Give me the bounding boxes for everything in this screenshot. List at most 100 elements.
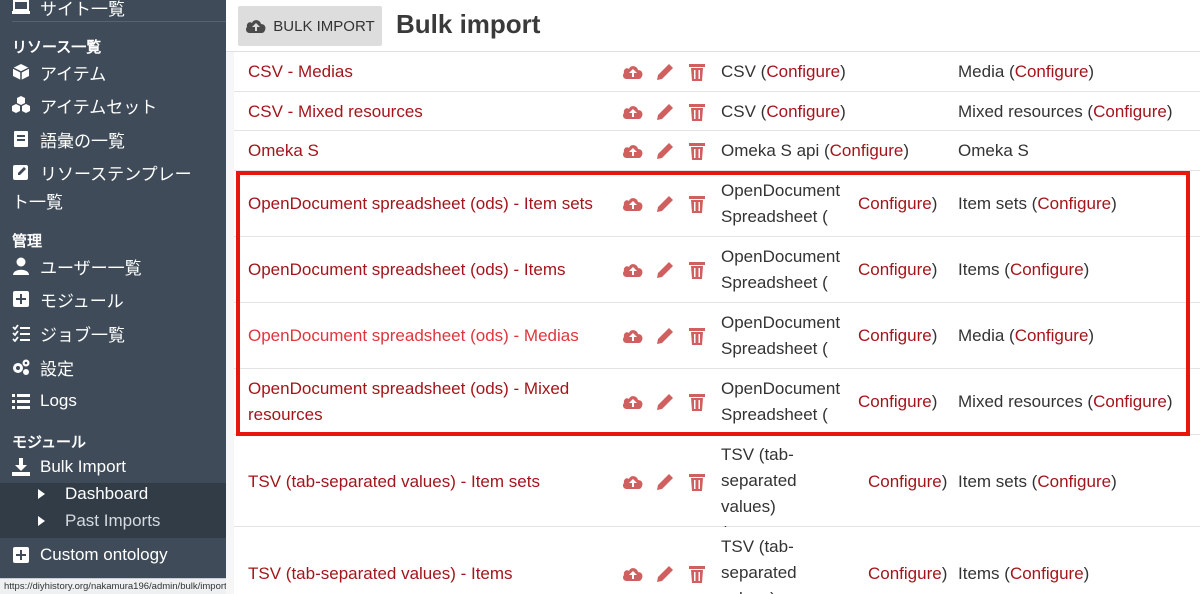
cloud-upload-icon[interactable] — [622, 259, 644, 281]
pencil-icon[interactable] — [654, 563, 676, 585]
cloud-upload-icon[interactable] — [622, 471, 644, 493]
processor-configure-link[interactable]: Configure — [1014, 326, 1089, 345]
pencil-icon[interactable] — [654, 259, 676, 281]
importer-name-link[interactable]: CSV - Medias — [248, 62, 353, 81]
trash-icon[interactable] — [686, 61, 708, 83]
trash-icon[interactable] — [686, 140, 708, 162]
table-row: Omeka S Omeka S api (Configure) Omeka S — [234, 131, 1200, 171]
processor-configure-link[interactable]: Configure — [1093, 392, 1167, 411]
reader-configure-link[interactable]: Configure — [868, 472, 942, 491]
table-row: CSV - Medias CSV (Configure) Media (Conf… — [234, 52, 1200, 92]
sidebar: サイト一覧 リソース一覧 アイテム アイテムセット 語彙の一覧 リソーステンプレ… — [0, 0, 226, 594]
pencil-icon[interactable] — [654, 471, 676, 493]
page-header: BULK IMPORT Bulk import — [226, 0, 1200, 52]
pencil-icon[interactable] — [654, 391, 676, 413]
sidebar-item-items[interactable]: アイテム — [12, 57, 106, 87]
processor-configure-link[interactable]: Configure — [1037, 194, 1112, 213]
sidebar-item-jobs[interactable]: ジョブ一覧 — [12, 318, 125, 348]
processor-cell: Media (Configure) — [958, 326, 1095, 345]
cloud-upload-icon[interactable] — [622, 61, 644, 83]
sidebar-item-users[interactable]: ユーザー一覧 — [12, 251, 142, 281]
importer-name-link[interactable]: Omeka S — [248, 141, 319, 160]
cloud-upload-icon — [246, 20, 266, 33]
processor-cell: Media (Configure) — [958, 62, 1095, 81]
processor-cell: Items (Configure) — [958, 260, 1090, 279]
reader-cell: CSV (Configure) — [721, 62, 846, 81]
row-actions — [622, 61, 712, 83]
sidebar-item-logs[interactable]: Logs — [12, 386, 77, 416]
sidebar-subitem-dashboard[interactable]: Dashboard — [38, 481, 148, 507]
importer-name-link[interactable]: TSV (tab-separated values) - Items — [248, 564, 513, 583]
importer-name-link[interactable]: CSV - Mixed resources — [248, 102, 423, 121]
sidebar-item-custom-ontology[interactable]: Custom ontology — [12, 540, 168, 570]
trash-icon[interactable] — [686, 471, 708, 493]
row-actions — [622, 391, 712, 413]
row-actions — [622, 101, 712, 123]
importer-name-link[interactable]: OpenDocument spreadsheet (ods) - Items — [248, 260, 566, 279]
reader-configure-link[interactable]: Configure — [858, 260, 932, 279]
row-actions — [622, 563, 712, 585]
sidebar-item-label: モジュール — [40, 291, 124, 311]
cloud-upload-icon[interactable] — [622, 325, 644, 347]
pencil-icon[interactable] — [654, 140, 676, 162]
sidebar-item-label: 設定 — [40, 359, 74, 379]
reader-configure-link[interactable]: Configure — [766, 62, 841, 81]
bulk-import-button[interactable]: BULK IMPORT — [238, 6, 382, 46]
reader-configure-link[interactable]: Configure — [829, 141, 904, 160]
plus-square-icon — [13, 547, 29, 563]
sidebar-item-bulk-import[interactable]: Bulk Import — [12, 452, 126, 482]
reader-configure-link[interactable]: Configure — [858, 392, 932, 411]
reader-cell: Omeka S api (Configure) — [721, 141, 910, 160]
reader-configure-link[interactable]: Configure — [868, 564, 942, 583]
importer-name-link[interactable]: OpenDocument spreadsheet (ods) - Medias — [248, 326, 579, 345]
pencil-icon[interactable] — [654, 61, 676, 83]
trash-icon[interactable] — [686, 325, 708, 347]
cloud-upload-icon[interactable] — [622, 101, 644, 123]
reader-configure: Configure) — [858, 194, 938, 213]
sidebar-item-resource-templates[interactable]: リソーステンプレー — [12, 157, 192, 187]
cubes-icon — [12, 96, 30, 113]
pencil-icon[interactable] — [654, 101, 676, 123]
trash-icon[interactable] — [686, 563, 708, 585]
table-row: TSV (tab-separated values) - Items TSV (… — [234, 527, 1200, 594]
importer-name-link[interactable]: TSV (tab-separated values) - Item sets — [248, 472, 540, 491]
sidebar-subitem-label: Dashboard — [65, 484, 149, 503]
sidebar-item-item-sets[interactable]: アイテムセット — [12, 90, 157, 120]
processor-cell: Item sets (Configure) — [958, 472, 1117, 491]
reader-configure-link[interactable]: Configure — [858, 194, 932, 213]
pencil-icon[interactable] — [654, 325, 676, 347]
sidebar-item-label-continued: ト一覧 — [12, 192, 63, 212]
processor-configure-link[interactable]: Configure — [1009, 260, 1084, 279]
trash-icon[interactable] — [686, 259, 708, 281]
sidebar-subitem-label: Past Imports — [65, 511, 161, 530]
bulk-import-button-label: BULK IMPORT — [273, 17, 375, 35]
reader-configure: Configure) — [858, 326, 938, 345]
cloud-upload-icon[interactable] — [622, 140, 644, 162]
sidebar-divider — [12, 18, 226, 24]
reader-configure-link[interactable]: Configure — [766, 102, 841, 121]
sidebar-item-vocabularies[interactable]: 語彙の一覧 — [12, 124, 125, 154]
processor-configure-link[interactable]: Configure — [1037, 472, 1112, 491]
processor-configure-link[interactable]: Configure — [1009, 564, 1084, 583]
page-title: Bulk import — [396, 9, 541, 39]
pencil-icon[interactable] — [654, 193, 676, 215]
sidebar-item-modules[interactable]: モジュール — [12, 284, 124, 314]
reader-configure-link[interactable]: Configure — [858, 326, 932, 345]
sidebar-item-sites[interactable]: サイト一覧 — [12, 0, 125, 22]
sidebar-subitem-past-imports[interactable]: Past Imports — [38, 508, 160, 534]
importer-name-link[interactable]: OpenDocument spreadsheet (ods) - Item se… — [248, 194, 593, 213]
cloud-upload-icon[interactable] — [622, 391, 644, 413]
cloud-upload-icon[interactable] — [622, 563, 644, 585]
trash-icon[interactable] — [686, 101, 708, 123]
reader-cell: TSV (tab-separated values)( — [721, 445, 797, 542]
row-actions — [622, 259, 712, 281]
processor-configure-link[interactable]: Configure — [1014, 62, 1089, 81]
processor-configure-link[interactable]: Configure — [1093, 102, 1167, 121]
row-actions — [622, 140, 712, 162]
trash-icon[interactable] — [686, 193, 708, 215]
cloud-upload-icon[interactable] — [622, 193, 644, 215]
sidebar-item-settings[interactable]: 設定 — [12, 352, 74, 382]
sidebar-section-heading: モジュール — [12, 434, 86, 451]
trash-icon[interactable] — [686, 391, 708, 413]
